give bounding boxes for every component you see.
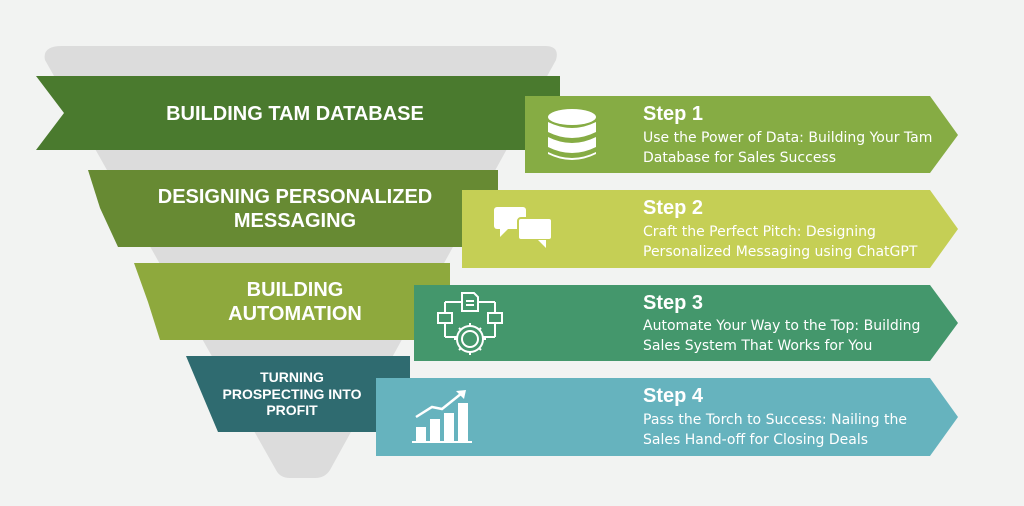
step-3-description: Automate Your Way to the Top: Building S… [643,318,921,354]
step-arrow-2 [462,190,958,268]
stage-label-1: BUILDING TAM DATABASE [166,103,424,125]
stage-label-2: DESIGNING PERSONALIZED MESSAGING [157,186,433,232]
automation-gear-icon [437,292,503,355]
step-2-description: Craft the Perfect Pitch: Designing Perso… [643,224,918,260]
step-4-title: Step 4 [643,385,704,407]
chat-bubbles-icon [494,207,553,248]
stage-label-4: TURNING PROSPECTING INTO PROFIT [222,368,362,419]
step-1-description: Use the Power of Data: Building Your Tam… [643,130,933,166]
step-1-title: Step 1 [643,103,704,125]
step-arrow-4 [376,378,958,456]
stage-band-2 [88,170,498,247]
step-3-title: Step 3 [643,292,704,314]
step-arrow-3 [414,285,958,361]
growth-chart-icon [412,390,472,443]
funnel-outline [44,46,557,478]
stage-band-1 [36,76,560,150]
step-4-description: Pass the Torch to Success: Nailing the S… [643,412,907,448]
stage-band-3 [134,263,450,340]
step-2-title: Step 2 [643,197,704,219]
stage-label-3: BUILDING AUTOMATION [228,279,362,325]
step-arrow-1 [525,96,958,173]
stage-band-4 [186,356,410,432]
database-icon [548,109,596,160]
